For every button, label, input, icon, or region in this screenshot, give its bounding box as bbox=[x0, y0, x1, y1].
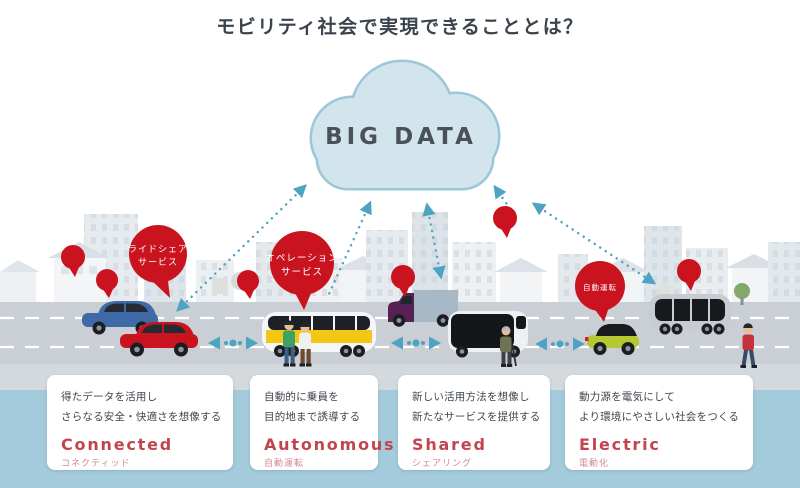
building bbox=[768, 242, 800, 302]
hair bbox=[284, 320, 294, 325]
big-data-cloud: BIG DATA bbox=[309, 59, 501, 191]
passenger-green-shirt bbox=[283, 320, 296, 367]
green-electric-car bbox=[585, 324, 639, 355]
balloon-icon bbox=[493, 206, 517, 238]
balloon-markers: ライドシェア サービス オペレーション サービス 自動運転 bbox=[61, 206, 701, 322]
cane bbox=[511, 344, 517, 367]
hair bbox=[300, 322, 310, 327]
operation-balloon: オペレーション サービス bbox=[265, 231, 338, 310]
operation-balloon-line2: サービス bbox=[281, 267, 323, 278]
operation-balloon-line1: オペレーション bbox=[265, 253, 338, 264]
red-sedan bbox=[120, 322, 198, 357]
double-arrow-icon bbox=[208, 336, 258, 350]
house bbox=[0, 260, 40, 272]
blue-sedan bbox=[82, 301, 158, 335]
tree-icon bbox=[212, 278, 228, 294]
card-connected: 得たデータを活用し さらなる安全・快適さを想像する Connected コネクテ… bbox=[47, 375, 233, 470]
balloon-icon bbox=[96, 269, 118, 298]
elderly-person-with-cane bbox=[500, 326, 517, 367]
card-autonomous: 自動的に乗員を 目的地まで誘導する Autonomous 自動運転 bbox=[250, 375, 396, 470]
arrow-cloud-to-shuttle bbox=[531, 202, 657, 285]
card-keyword-ja: コネクティッド bbox=[61, 459, 131, 469]
card-description-line1: 新しい活用方法を想像し bbox=[412, 391, 530, 403]
balloon-icon bbox=[61, 245, 85, 277]
card-keyword: Electric bbox=[579, 435, 661, 454]
card-electric: 動力源を電気にして より環境にやさしい社会をつくる Electric 電動化 bbox=[565, 375, 753, 470]
big-data-label: BIG DATA bbox=[325, 124, 477, 150]
house bbox=[494, 258, 548, 302]
spacing-arrows bbox=[208, 336, 585, 351]
rideshare-balloon-line2: サービス bbox=[138, 257, 178, 268]
card-description-line1: 動力源を電気にして bbox=[579, 391, 675, 403]
balloon-icon bbox=[391, 265, 415, 297]
rideshare-balloon: ライドシェア サービス bbox=[128, 225, 188, 298]
yellow-shuttle-bus bbox=[262, 312, 376, 357]
card-keyword: Autonomous bbox=[264, 435, 396, 454]
card-description-line2: 新たなサービスを提供する bbox=[412, 411, 541, 423]
rideshare-balloon-line1: ライドシェア bbox=[128, 244, 188, 255]
card-keyword-ja: シェアリング bbox=[412, 459, 473, 469]
hair bbox=[743, 323, 753, 328]
building bbox=[452, 242, 496, 302]
card-description-line1: 自動的に乗員を bbox=[264, 391, 339, 403]
card-description-line2: より環境にやさしい社会をつくる bbox=[579, 411, 740, 423]
passenger-white-shirt bbox=[299, 322, 312, 367]
tail-light bbox=[585, 337, 589, 341]
card-shared: 新しい活用方法を想像し 新たなサービスを提供する Shared シェアリング bbox=[398, 375, 550, 470]
page-title: モビリティ社会で実現できることとは？ bbox=[216, 16, 584, 38]
card-keyword: Shared bbox=[412, 435, 487, 454]
tree-icon bbox=[734, 283, 750, 299]
pedestrian-red-shirt bbox=[740, 323, 757, 368]
autonomous-pod-shuttle bbox=[649, 294, 731, 335]
autonomous-balloon: 自動運転 bbox=[575, 261, 625, 322]
card-keyword: Connected bbox=[61, 435, 174, 454]
tree-icon bbox=[657, 283, 671, 297]
card-description-line2: さらなる安全・快適さを想像する bbox=[61, 411, 222, 423]
card-description-line2: 目的地まで誘導する bbox=[264, 411, 361, 423]
hair bbox=[501, 326, 511, 331]
balloon-icon bbox=[237, 270, 259, 299]
card-description-line1: 得たデータを活用し bbox=[61, 391, 158, 403]
card-keyword-ja: 電動化 bbox=[579, 459, 610, 469]
black-shuttle-van bbox=[448, 311, 528, 358]
arrow-cloud-to-truck bbox=[422, 202, 446, 280]
card-keyword-ja: 自動運転 bbox=[264, 459, 305, 469]
double-arrow-icon bbox=[391, 336, 441, 350]
autonomous-balloon-label: 自動運転 bbox=[583, 282, 617, 292]
balloon-icon bbox=[677, 259, 701, 291]
building bbox=[412, 212, 448, 302]
double-arrow-icon bbox=[535, 337, 585, 351]
